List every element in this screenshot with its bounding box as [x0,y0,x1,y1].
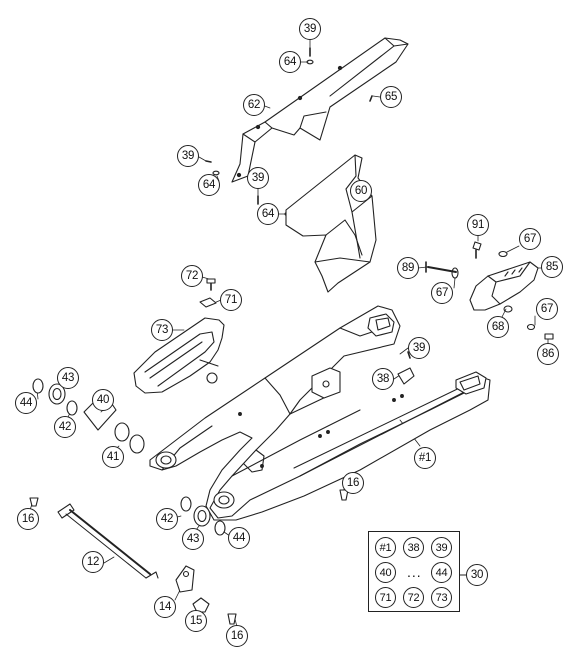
callout-16c: 16 [226,625,248,647]
callout-39c: 39 [408,337,430,359]
callout-12: 12 [82,551,104,573]
callout-43a: 43 [57,367,79,389]
callout-m39: 39 [247,167,269,189]
callout-62: 62 [243,94,265,116]
kit-box: #1 38 39 40 ... 44 71 72 73 [368,531,460,612]
callout-68: 68 [487,316,509,338]
callout-l39: 39 [177,145,199,167]
callout-14: 14 [154,596,176,618]
callout-42a: 42 [54,416,76,438]
kit-item: 73 [431,587,452,608]
callout-1: #1 [414,447,436,469]
small-parts [29,489,349,625]
kit-item: 44 [431,562,452,583]
pivot-bearing-stack [32,378,145,454]
callout-l64: 64 [198,174,220,196]
callout-16b: 16 [17,508,39,530]
callout-41: 41 [102,446,124,468]
callout-15: 15 [185,610,207,632]
chain-guard-part [231,37,409,183]
callout-89: 89 [397,257,419,279]
callout-m64: 64 [257,203,279,225]
callout-86: 86 [537,343,559,365]
chain-slider-part [285,154,377,293]
callout-60: 60 [350,180,372,202]
lower-pivot-stack [180,496,226,536]
swingarm-part [149,305,491,521]
chain-guide-part [425,241,554,340]
kit-item: 40 [375,562,396,583]
callout-44b: 44 [228,527,250,549]
callout-40: 40 [92,389,114,411]
callout-16a: 16 [342,472,364,494]
callout-67a: 67 [519,228,541,250]
callout-42b: 42 [156,508,178,530]
callout-30: 30 [466,564,488,586]
callout-44a: 44 [15,392,37,414]
callout-65: 65 [380,86,402,108]
kit-item: #1 [375,537,396,558]
callout-71: 71 [220,289,242,311]
callout-91: 91 [467,214,489,236]
callout-85: 85 [541,256,563,278]
kit-ellipsis: ... [407,564,422,580]
callout-67b: 67 [431,282,453,304]
callout-38: 38 [372,368,394,390]
callout-67c: 67 [536,298,558,320]
callout-73: 73 [151,319,173,341]
kit-item: 39 [431,537,452,558]
callout-43b: 43 [182,528,204,550]
pivot-bolt-part [57,503,159,579]
callout-72: 72 [181,265,203,287]
lower-chain-slider-part [133,278,225,394]
kit-item: 72 [403,587,424,608]
callout-top39: 39 [299,18,321,40]
kit-item: 38 [403,537,424,558]
kit-item: 71 [375,587,396,608]
callout-top64: 64 [279,51,301,73]
